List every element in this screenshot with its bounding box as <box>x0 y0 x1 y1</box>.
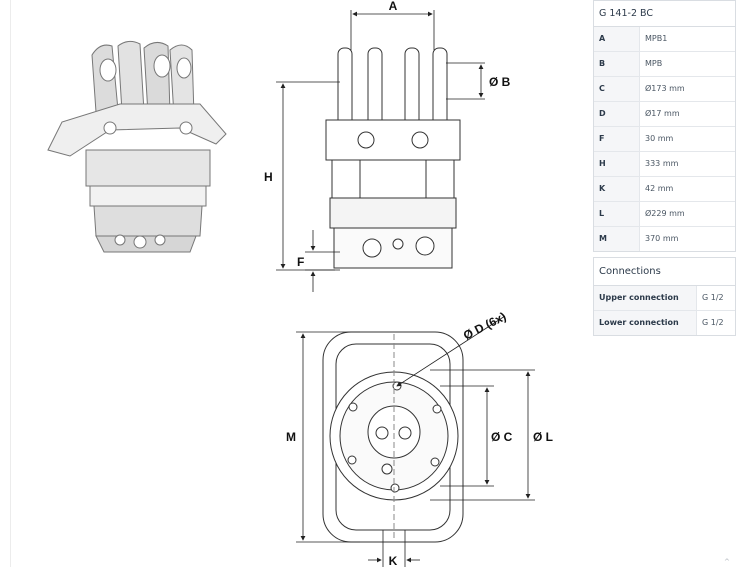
dimension-m <box>296 331 360 543</box>
dimension-d <box>396 315 506 387</box>
scroll-up-icon[interactable]: ^ <box>724 558 730 566</box>
dim-label-k: K <box>389 554 398 567</box>
rotator-3d-view <box>47 40 227 253</box>
dimension-k <box>368 530 420 567</box>
spec-key: L <box>594 202 640 226</box>
spec-value: MPB1 <box>640 27 735 51</box>
spec-value: 30 mm <box>640 127 735 151</box>
spec-value: MPB <box>640 52 735 76</box>
spec-row: A MPB1 <box>594 27 735 52</box>
spec-row: M 370 mm <box>594 227 735 251</box>
rotator-top-view <box>322 331 464 543</box>
connection-row: Lower connection G 1/2 <box>594 311 735 335</box>
spec-value: 370 mm <box>640 227 735 251</box>
model-title: G 141-2 BC <box>594 1 735 27</box>
spec-row: K 42 mm <box>594 177 735 202</box>
spec-key: B <box>594 52 640 76</box>
connections-panel: Connections Upper connection G 1/2 Lower… <box>593 257 736 336</box>
dim-label-l: Ø L <box>533 430 553 444</box>
dimension-l <box>430 369 535 501</box>
dim-label-c: Ø C <box>491 430 513 444</box>
connection-row: Upper connection G 1/2 <box>594 286 735 311</box>
dim-label-h: H <box>264 170 273 184</box>
dimension-b <box>446 62 485 100</box>
dimension-f <box>305 230 340 292</box>
spec-value: Ø229 mm <box>640 202 735 226</box>
spec-row: H 333 mm <box>594 152 735 177</box>
spec-row: C Ø173 mm <box>594 77 735 102</box>
connection-key: Lower connection <box>594 311 697 335</box>
spec-value: Ø173 mm <box>640 77 735 101</box>
connection-value: G 1/2 <box>697 286 735 310</box>
spec-key: H <box>594 152 640 176</box>
spec-key: C <box>594 77 640 101</box>
spec-value: 42 mm <box>640 177 735 201</box>
dim-label-a: A <box>389 0 398 13</box>
spec-key: K <box>594 177 640 201</box>
dim-label-d: Ø D (6x) <box>461 309 508 342</box>
page-left-divider <box>10 0 11 567</box>
spec-row: F 30 mm <box>594 127 735 152</box>
technical-drawing: A Ø B H F Ø <box>47 0 553 567</box>
spec-key: A <box>594 27 640 51</box>
spec-key: D <box>594 102 640 126</box>
dimension-h <box>276 81 340 271</box>
dim-label-f: F <box>297 255 304 269</box>
dim-label-m: M <box>286 430 296 444</box>
dim-label-b: Ø B <box>489 75 511 89</box>
dimension-c <box>440 385 494 487</box>
rotator-front-view <box>325 47 461 269</box>
connection-value: G 1/2 <box>697 311 735 335</box>
spec-row: D Ø17 mm <box>594 102 735 127</box>
spec-key: F <box>594 127 640 151</box>
connections-title: Connections <box>594 258 735 286</box>
spec-value: Ø17 mm <box>640 102 735 126</box>
spec-row: L Ø229 mm <box>594 202 735 227</box>
spec-value: 333 mm <box>640 152 735 176</box>
spec-row: B MPB <box>594 52 735 77</box>
spec-key: M <box>594 227 640 251</box>
connection-key: Upper connection <box>594 286 697 310</box>
dimension-a <box>350 10 435 50</box>
specifications-panel: G 141-2 BC A MPB1 B MPB C Ø173 mm D Ø17 … <box>593 0 736 252</box>
